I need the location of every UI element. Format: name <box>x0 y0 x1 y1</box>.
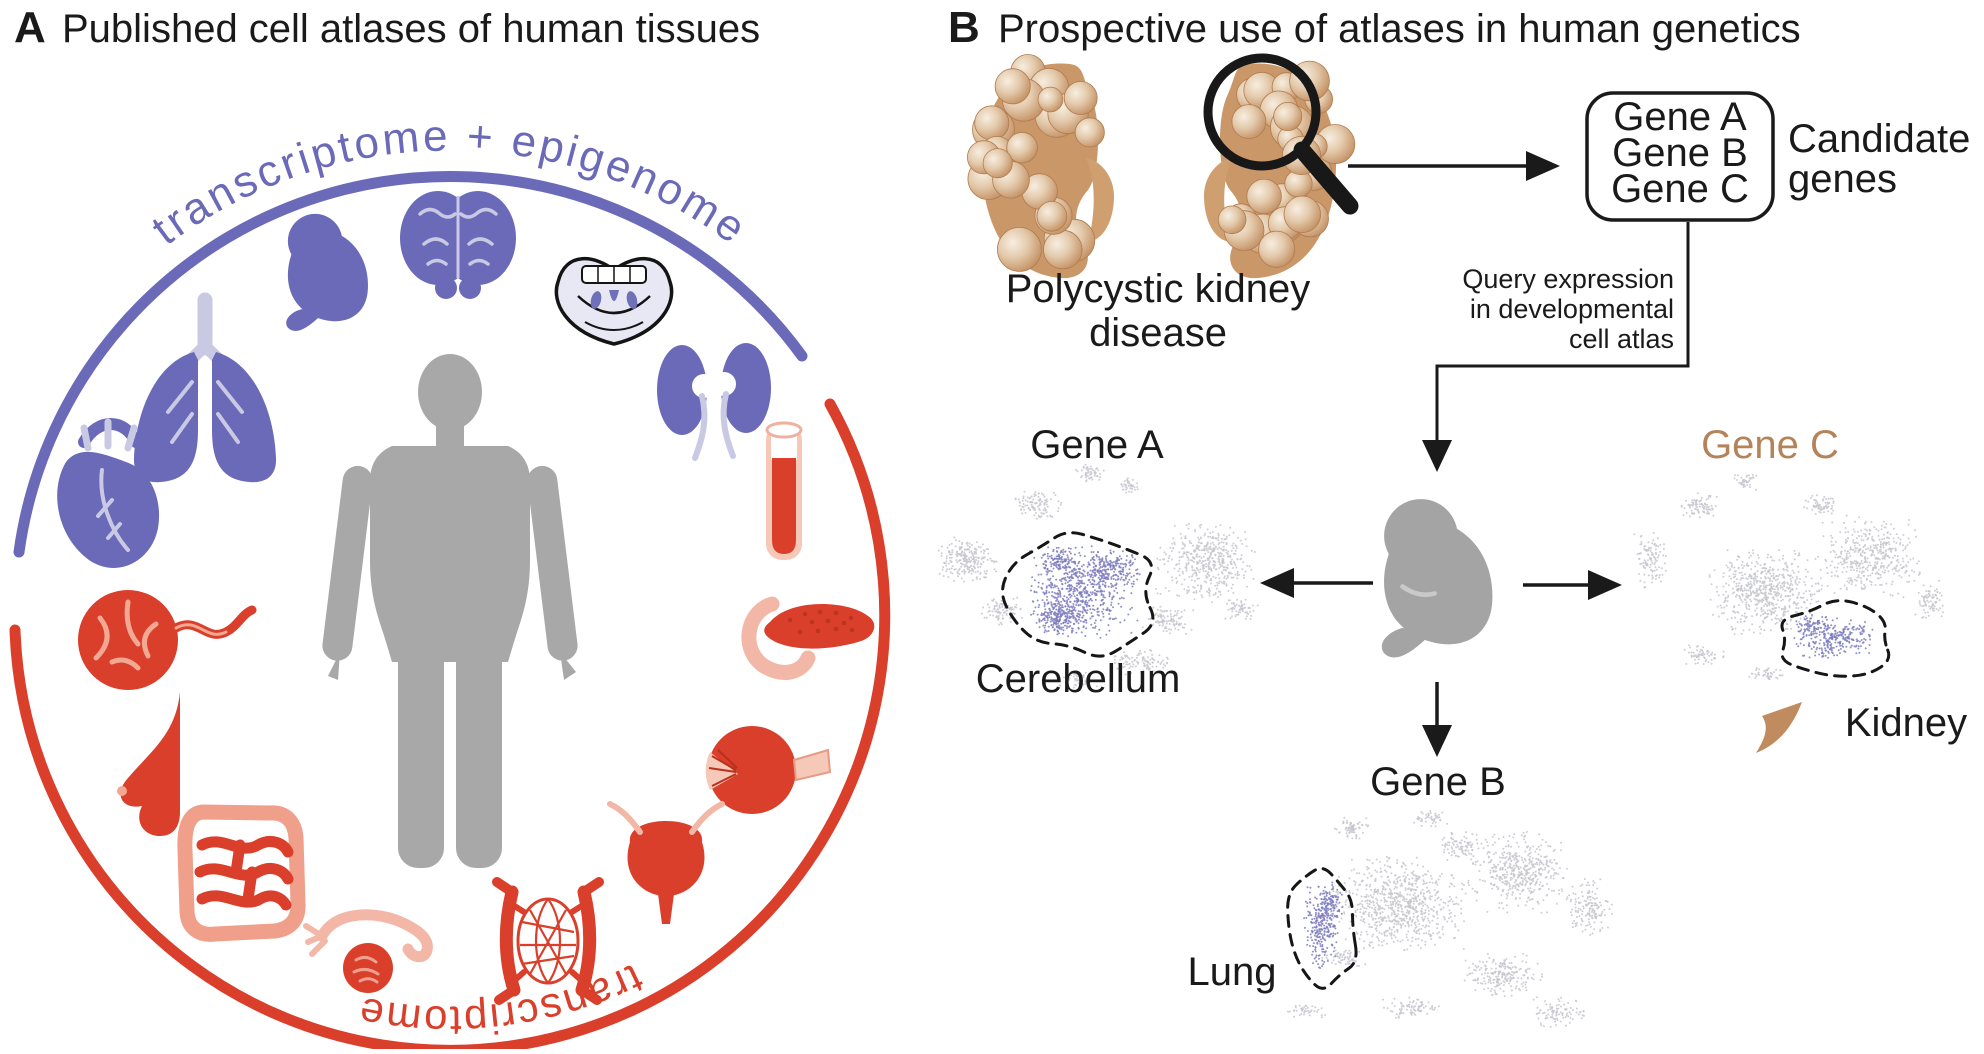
polycystic-kidneys-illustration <box>967 54 1354 278</box>
umap-gene-b <box>1287 810 1613 1028</box>
lung-label: Lung <box>1188 950 1277 994</box>
query-note-line1: Query expression <box>1462 264 1674 294</box>
umap-gene-c <box>1633 474 1944 681</box>
kidneys-icon <box>657 343 771 458</box>
fetus-silhouette <box>1382 499 1493 657</box>
vasculature-muscle-icon <box>497 882 599 1000</box>
brain-icon <box>400 191 516 299</box>
panel-a: A Published cell atlases of human tissue… <box>14 3 885 1049</box>
arrow-to-gene-a <box>1260 568 1373 598</box>
gene-a-label: Gene A <box>1030 423 1164 467</box>
candidate-label-line1: Candidate <box>1788 117 1970 161</box>
ovary-uterus-icon <box>306 915 427 993</box>
lungs-icon <box>134 300 276 482</box>
query-note-line3: cell atlas <box>1569 324 1674 354</box>
panel-b: B Prospective use of atlases in human ge… <box>938 3 1971 1028</box>
panel-a-title: Published cell atlases of human tissues <box>62 7 760 51</box>
eye-icon <box>706 726 830 814</box>
disease-label-line2: disease <box>1089 311 1227 355</box>
panel-b-title: Prospective use of atlases in human gene… <box>998 7 1801 51</box>
gene-c-item: Gene C <box>1611 167 1749 211</box>
intestine-icon <box>185 812 298 934</box>
panel-a-letter: A <box>14 3 46 52</box>
disease-label-line1: Polycystic kidney <box>1006 267 1311 311</box>
placenta-icon <box>78 590 252 690</box>
kidney-pointer-arrowhead <box>1756 702 1802 753</box>
kidney-label: Kidney <box>1845 701 1967 745</box>
gene-b-label: Gene B <box>1370 760 1506 804</box>
panel-b-letter: B <box>948 3 980 52</box>
bladder-icon <box>610 804 722 924</box>
arrow-to-gene-c <box>1523 570 1622 600</box>
arrow-to-candidates <box>1348 151 1560 181</box>
blood-sample-icon <box>766 423 802 560</box>
mouth-larynx-icon <box>556 259 671 344</box>
pancreas-icon <box>749 604 874 672</box>
gene-c-label: Gene C <box>1701 423 1839 467</box>
candidate-genes-box: Gene A Gene B Gene C <box>1587 93 1773 220</box>
candidate-label-line2: genes <box>1788 157 1897 201</box>
embryo-icon <box>286 214 368 331</box>
breast-icon <box>117 692 180 836</box>
query-note-line2: in developmental <box>1470 294 1674 324</box>
human-body-silhouette <box>321 354 580 868</box>
cerebellum-label: Cerebellum <box>976 657 1181 701</box>
arrow-to-gene-b <box>1422 682 1452 757</box>
